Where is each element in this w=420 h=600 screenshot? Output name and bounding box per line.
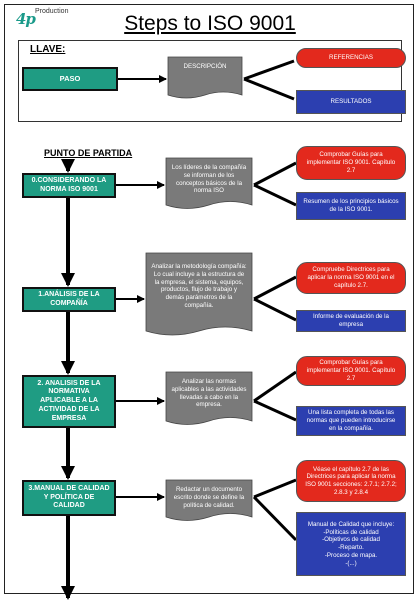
page-frame [4,4,414,594]
step-3-box: 3.MANUAL DE CALIDAD Y POLÍTICA DE CALIDA… [22,480,116,516]
page-title: Steps to ISO 9001 [124,12,296,35]
step-2-box: 2. ANALISIS DE LA NORMATIVA APLICABLE A … [22,375,116,428]
step-1-box: 1.ANÁLISIS DE LA COMPAÑÍA [22,287,116,312]
step-3-result: Manual de Calidad que incluye: -Política… [296,512,406,576]
step-0-description-text: Los líderes de la compañía se informan d… [171,164,247,195]
logo: 4p Production [16,6,68,28]
step-3-result-line: -Reparto. [338,544,364,551]
legend-box [18,40,402,122]
step-2-description-text: Analizar las normas aplicables a las act… [171,378,247,409]
step-3-result-line: -Políticas de calidad [323,528,379,536]
legend-arrow-ref [243,59,295,81]
legend-description-box: DESCRIPCIÓN [167,56,243,101]
logo-text: Production [35,8,69,15]
step-0-box: 0.CONSIDERANDO LA NORMA ISO 9001 [22,173,116,198]
step-3-result-line: -Proceso de mapa. [324,551,378,559]
step-2-reference: Comprobar Guías para implementar ISO 900… [296,356,406,386]
step-3-result-line: -(...) [345,559,357,567]
logo-mark: 4p [16,10,36,28]
step-3-description: Redactar un documento escrito donde se d… [165,479,253,524]
step-0-reference: Comprobar Guías para implementar ISO 900… [296,146,406,180]
legend-references-box: REFERENCIAS [296,48,406,68]
legend-arrow-res [243,77,295,101]
legend-step-box: PASO [22,67,118,91]
step-1-description: Analizar la metodología compañía: Lo cua… [145,252,253,339]
step-0-description: Los líderes de la compañía se informan d… [165,157,253,212]
step-3-reference: Véase el capítulo 2.7 de las Directrices… [296,460,406,502]
legend-heading: LLAVE: [30,44,66,55]
start-heading: PUNTO DE PARTIDA [44,148,133,158]
step-2-result: Una lista completa de todas las normas q… [296,406,406,436]
step-2-description: Analizar las normas aplicables a las act… [165,371,253,428]
legend-description-label: DESCRIPCIÓN [183,63,227,70]
step-1-result: Informe de evaluación de la empresa [296,310,406,332]
step-1-description-text: Analizar la metodología compañía: Lo cua… [151,263,247,309]
legend-results-box: RESULTADOS [296,90,406,114]
step-1-reference: Compruebe Directrices para aplicar la no… [296,262,406,294]
step-3-result-line: -Objetivos de calidad [322,536,380,544]
step-3-result-line: Manual de Calidad que incluye: [307,520,395,528]
step-0-result: Resumen de los principios básicos de la … [296,192,406,220]
step-3-description-text: Redactar un documento escrito donde se d… [173,486,245,509]
